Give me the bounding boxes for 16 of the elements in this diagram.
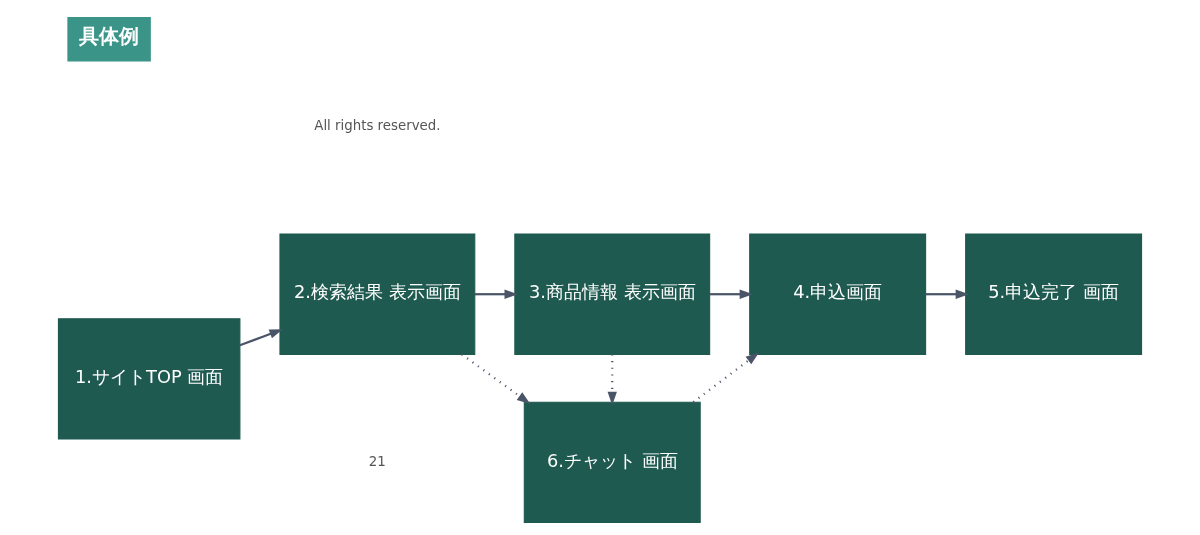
node-box: 4.申込画面: [749, 233, 927, 355]
diagram-title: 具体例: [79, 24, 140, 49]
node-box: 6.チャット 画面: [523, 401, 701, 523]
arrow: [461, 353, 531, 404]
node-box: 5.申込完了 画面: [965, 233, 1143, 355]
label: All rights reserved.: [314, 117, 441, 133]
label: 21: [368, 453, 386, 469]
arrow: [239, 329, 283, 347]
node-box: 1.サイトTOP 画面: [57, 318, 241, 440]
node-box: 3.商品情報 表示画面: [514, 233, 711, 355]
arrow: [692, 352, 760, 403]
arrow: [925, 289, 970, 299]
arrow: [474, 289, 518, 299]
node-box: 2.検索結果 表示画面: [279, 233, 476, 355]
arrow: [709, 289, 753, 299]
arrow: [607, 354, 617, 406]
